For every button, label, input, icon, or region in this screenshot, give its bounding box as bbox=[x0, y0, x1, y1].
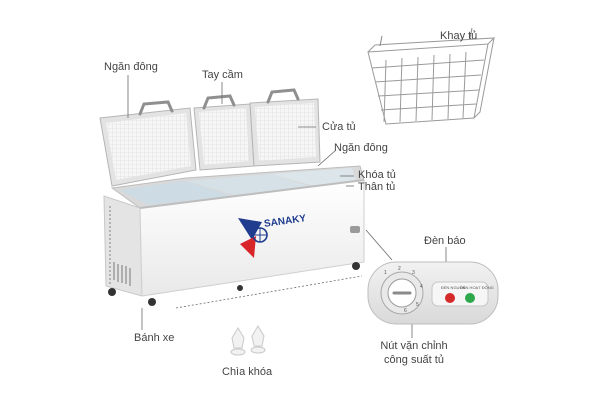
label-banh-xe: Bánh xe bbox=[134, 332, 175, 344]
label-ngan-dong-left: Ngăn đông bbox=[104, 61, 158, 73]
label-nut-van-line2: công suất tủ bbox=[384, 354, 444, 366]
freezer-top bbox=[110, 165, 365, 209]
dial-number-6: 6 bbox=[404, 308, 407, 314]
open-lids bbox=[99, 98, 321, 187]
label-khoa-tu: Khóa tủ bbox=[358, 169, 396, 181]
keys bbox=[230, 325, 266, 356]
dial-number-5: 5 bbox=[416, 302, 419, 308]
dial-number-1: 1 bbox=[384, 270, 387, 276]
label-nut-van-line1: Nút vặn chỉnh bbox=[380, 340, 448, 352]
lamp-run-label: ĐÈN HOẠT ĐỘNG bbox=[460, 285, 494, 290]
label-than-tu: Thân tủ bbox=[358, 181, 396, 193]
lid-handles bbox=[138, 88, 300, 116]
label-khay-tu: Khay tủ bbox=[440, 30, 478, 42]
label-ngan-dong-right: Ngăn đông bbox=[334, 142, 388, 154]
label-chia-khoa: Chìa khóa bbox=[222, 366, 273, 378]
dial-number-2: 2 bbox=[398, 266, 401, 272]
sanaky-logo-mark bbox=[238, 218, 268, 258]
wire-basket bbox=[367, 27, 496, 125]
lamp-power-label: ĐÈN NGUỒN bbox=[441, 285, 466, 290]
label-den-bao: Đèn báo bbox=[424, 235, 466, 247]
dial-number-3: 3 bbox=[412, 270, 415, 276]
label-tay-cam: Tay cầm bbox=[202, 69, 243, 81]
control-panel bbox=[367, 261, 499, 325]
dial-number-4: 4 bbox=[420, 284, 423, 290]
label-cua-tu: Cửa tủ bbox=[322, 121, 356, 133]
